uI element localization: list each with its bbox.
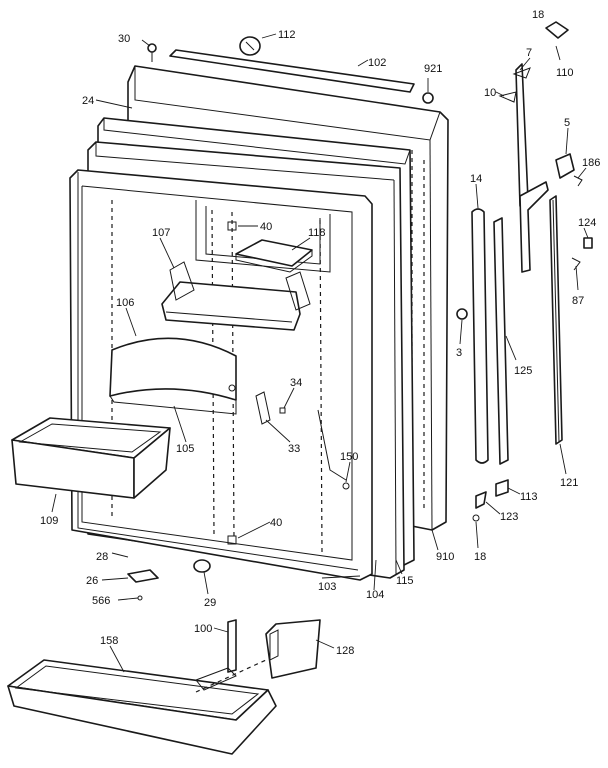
top-trim-strip bbox=[169, 49, 415, 93]
label-7: 7 bbox=[526, 47, 532, 59]
middle-shelf-107 bbox=[161, 261, 311, 331]
label-103: 103 bbox=[318, 581, 336, 593]
rod-14 bbox=[471, 208, 489, 464]
label-102: 102 bbox=[368, 57, 386, 69]
label-28: 28 bbox=[96, 551, 108, 563]
label-105: 105 bbox=[176, 443, 194, 455]
label-107: 107 bbox=[152, 227, 170, 239]
label-24: 24 bbox=[82, 95, 94, 107]
label-113: 113 bbox=[520, 491, 538, 503]
label-128: 128 bbox=[336, 645, 354, 657]
label-18-top: 18 bbox=[532, 9, 544, 21]
hinge-bracket bbox=[515, 63, 575, 273]
label-40-upper: 40 bbox=[260, 221, 272, 233]
label-34: 34 bbox=[290, 377, 302, 389]
label-158: 158 bbox=[100, 635, 118, 647]
label-18-lower: 18 bbox=[474, 551, 486, 563]
label-87: 87 bbox=[572, 295, 584, 307]
label-115: 115 bbox=[396, 575, 414, 587]
label-33: 33 bbox=[288, 443, 300, 455]
small-parts bbox=[111, 21, 593, 693]
tray-109 bbox=[11, 417, 171, 499]
label-566: 566 bbox=[92, 595, 110, 607]
rod-125 bbox=[493, 217, 509, 465]
label-30: 30 bbox=[118, 33, 130, 45]
label-109: 109 bbox=[40, 515, 58, 527]
label-910: 910 bbox=[436, 551, 454, 563]
label-14: 14 bbox=[470, 173, 482, 185]
label-100: 100 bbox=[194, 623, 212, 635]
label-40-lower: 40 bbox=[270, 517, 282, 529]
label-10: 10 bbox=[484, 87, 496, 99]
label-150: 150 bbox=[340, 451, 358, 463]
label-921: 921 bbox=[424, 63, 442, 75]
label-118: 118 bbox=[308, 227, 326, 239]
label-124: 124 bbox=[578, 217, 596, 229]
label-104: 104 bbox=[366, 589, 384, 601]
label-110: 110 bbox=[556, 67, 574, 79]
label-121: 121 bbox=[560, 477, 578, 489]
label-186: 186 bbox=[582, 157, 600, 169]
label-123: 123 bbox=[500, 511, 518, 523]
label-29: 29 bbox=[204, 597, 216, 609]
rod-121 bbox=[549, 195, 563, 445]
label-112: 112 bbox=[278, 29, 296, 41]
label-26: 26 bbox=[86, 575, 98, 587]
leader-lines bbox=[51, 33, 589, 673]
label-106: 106 bbox=[116, 297, 134, 309]
label-3: 3 bbox=[456, 347, 462, 359]
label-125: 125 bbox=[514, 365, 532, 377]
part-labels: 18 30 112 102 921 7 110 10 24 5 186 14 4… bbox=[40, 9, 600, 657]
label-5: 5 bbox=[564, 117, 570, 129]
upper-shelf-118 bbox=[235, 239, 313, 273]
door-bin-158 bbox=[7, 659, 277, 755]
